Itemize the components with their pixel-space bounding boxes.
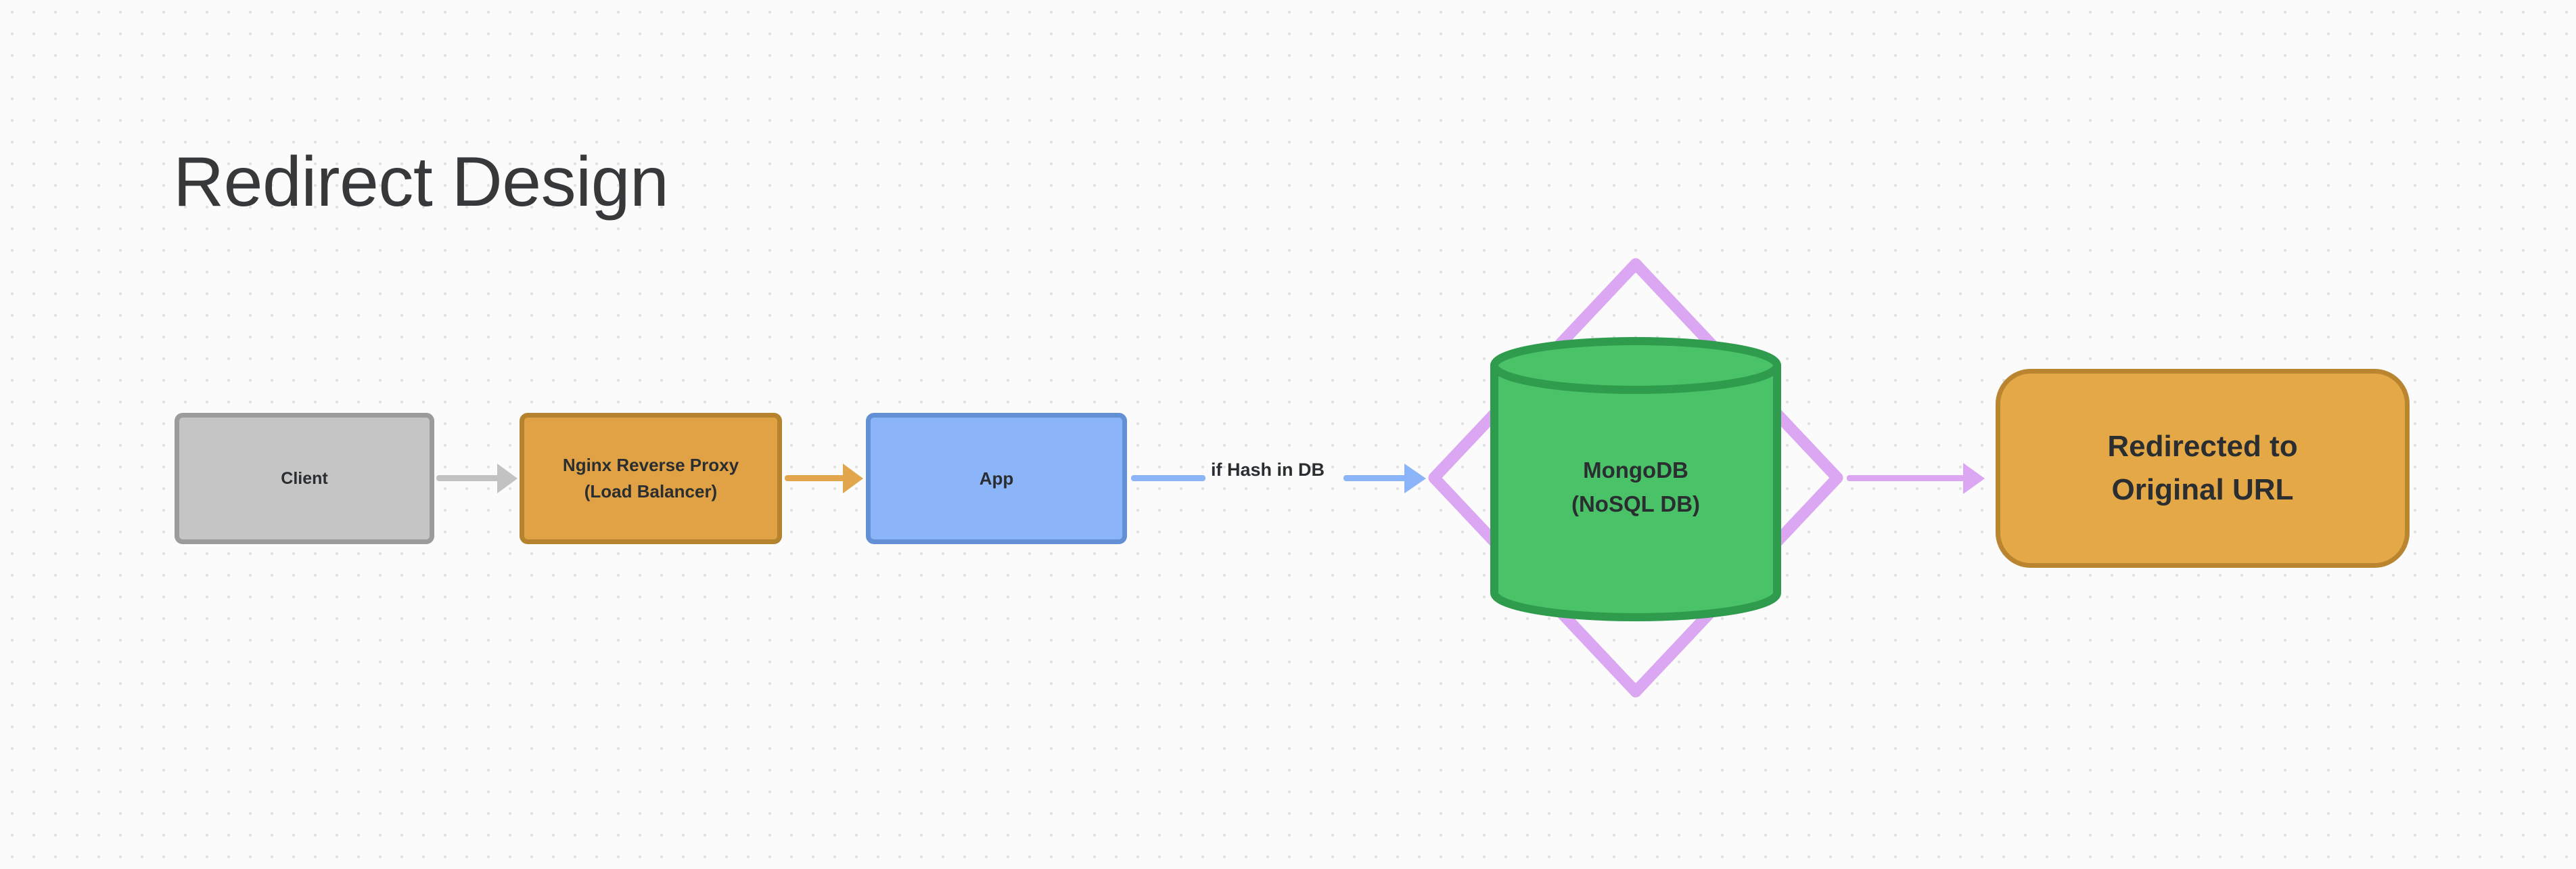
edge-nginx-to-app-arrowhead-icon xyxy=(843,464,863,493)
edge-app-to-db-label: if Hash in DB xyxy=(1211,460,1325,480)
node-mongodb-label: MongoDB (NoSQL DB) xyxy=(1571,458,1701,516)
node-nginx-label: Nginx Reverse Proxy (Load Balancer) xyxy=(562,455,739,502)
node-redirect-label: Redirected to Original URL xyxy=(2107,430,2298,506)
edge-db-to-redirect-arrowhead-icon xyxy=(1963,463,1985,494)
node-mongodb[interactable]: MongoDB (NoSQL DB) xyxy=(1490,337,1781,621)
node-redirected-to-original-url[interactable]: Redirected to Original URL xyxy=(1996,369,2410,568)
page-title: Redirect Design xyxy=(173,143,669,221)
edge-app-to-db-line-left xyxy=(1131,475,1205,481)
edge-app-to-db-line-right xyxy=(1343,475,1408,481)
edge-nginx-to-app-line xyxy=(785,475,847,481)
edge-db-to-redirect-line xyxy=(1847,475,1967,481)
edge-client-to-nginx-arrowhead-icon xyxy=(497,464,518,493)
node-client-label: Client xyxy=(281,468,328,488)
node-client[interactable]: Client xyxy=(175,413,434,544)
node-app-label: App xyxy=(979,468,1014,489)
node-nginx-reverse-proxy[interactable]: Nginx Reverse Proxy (Load Balancer) xyxy=(520,413,782,544)
edge-app-to-db-arrowhead-icon xyxy=(1404,464,1426,493)
node-app[interactable]: App xyxy=(866,413,1127,544)
edge-client-to-nginx-line xyxy=(436,475,501,481)
